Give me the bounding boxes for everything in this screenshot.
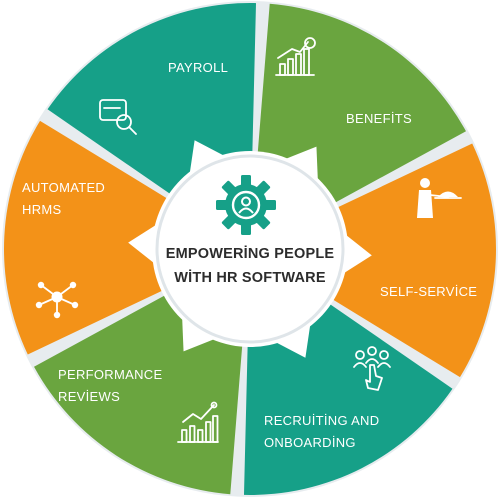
automated-label: AUTOMATED HRMS (22, 177, 105, 221)
payroll-label-line: PAYROLL (168, 60, 229, 75)
serving-waiter-icon (417, 178, 462, 218)
growth-chart-icon (275, 37, 316, 76)
self-service-label-line: SELF-SERVİCE (380, 284, 478, 299)
payroll-search-icon (99, 99, 137, 135)
center-title: EMPOWERİNG PEOPLE WİTH HR SOFTWARE (150, 242, 350, 290)
group-hand-icon (353, 346, 391, 391)
center-hub (128, 140, 372, 358)
performance-label: PERFORMANCE REVİEWS (58, 364, 162, 408)
recruiting-label-line-1: RECRUİTİNG AND (264, 413, 380, 428)
network-icon (35, 281, 79, 319)
automated-label-line-1: AUTOMATED (22, 180, 106, 195)
self-service-label: SELF-SERVİCE (380, 281, 477, 303)
benefits-label: BENEFİTS (346, 108, 412, 130)
self-service-segment (328, 143, 496, 378)
automated-segment (3, 120, 172, 355)
performance-label-line-2: REVİEWS (58, 389, 121, 404)
recruiting-label-line-2: ONBOARDİNG (264, 435, 356, 450)
center-title-line-1: EMPOWERİNG PEOPLE (165, 246, 335, 262)
gear-person-icon (216, 175, 276, 235)
payroll-label: PAYROLL (168, 57, 228, 79)
center-title-line-2: WİTH HR SOFTWARE (174, 270, 326, 286)
automated-label-line-2: HRMS (22, 202, 62, 217)
benefits-label-line: BENEFİTS (346, 111, 412, 126)
performance-label-line-1: PERFORMANCE (58, 367, 163, 382)
bar-chart-icon (177, 401, 219, 443)
recruiting-label: RECRUİTİNG AND ONBOARDİNG (264, 410, 379, 454)
